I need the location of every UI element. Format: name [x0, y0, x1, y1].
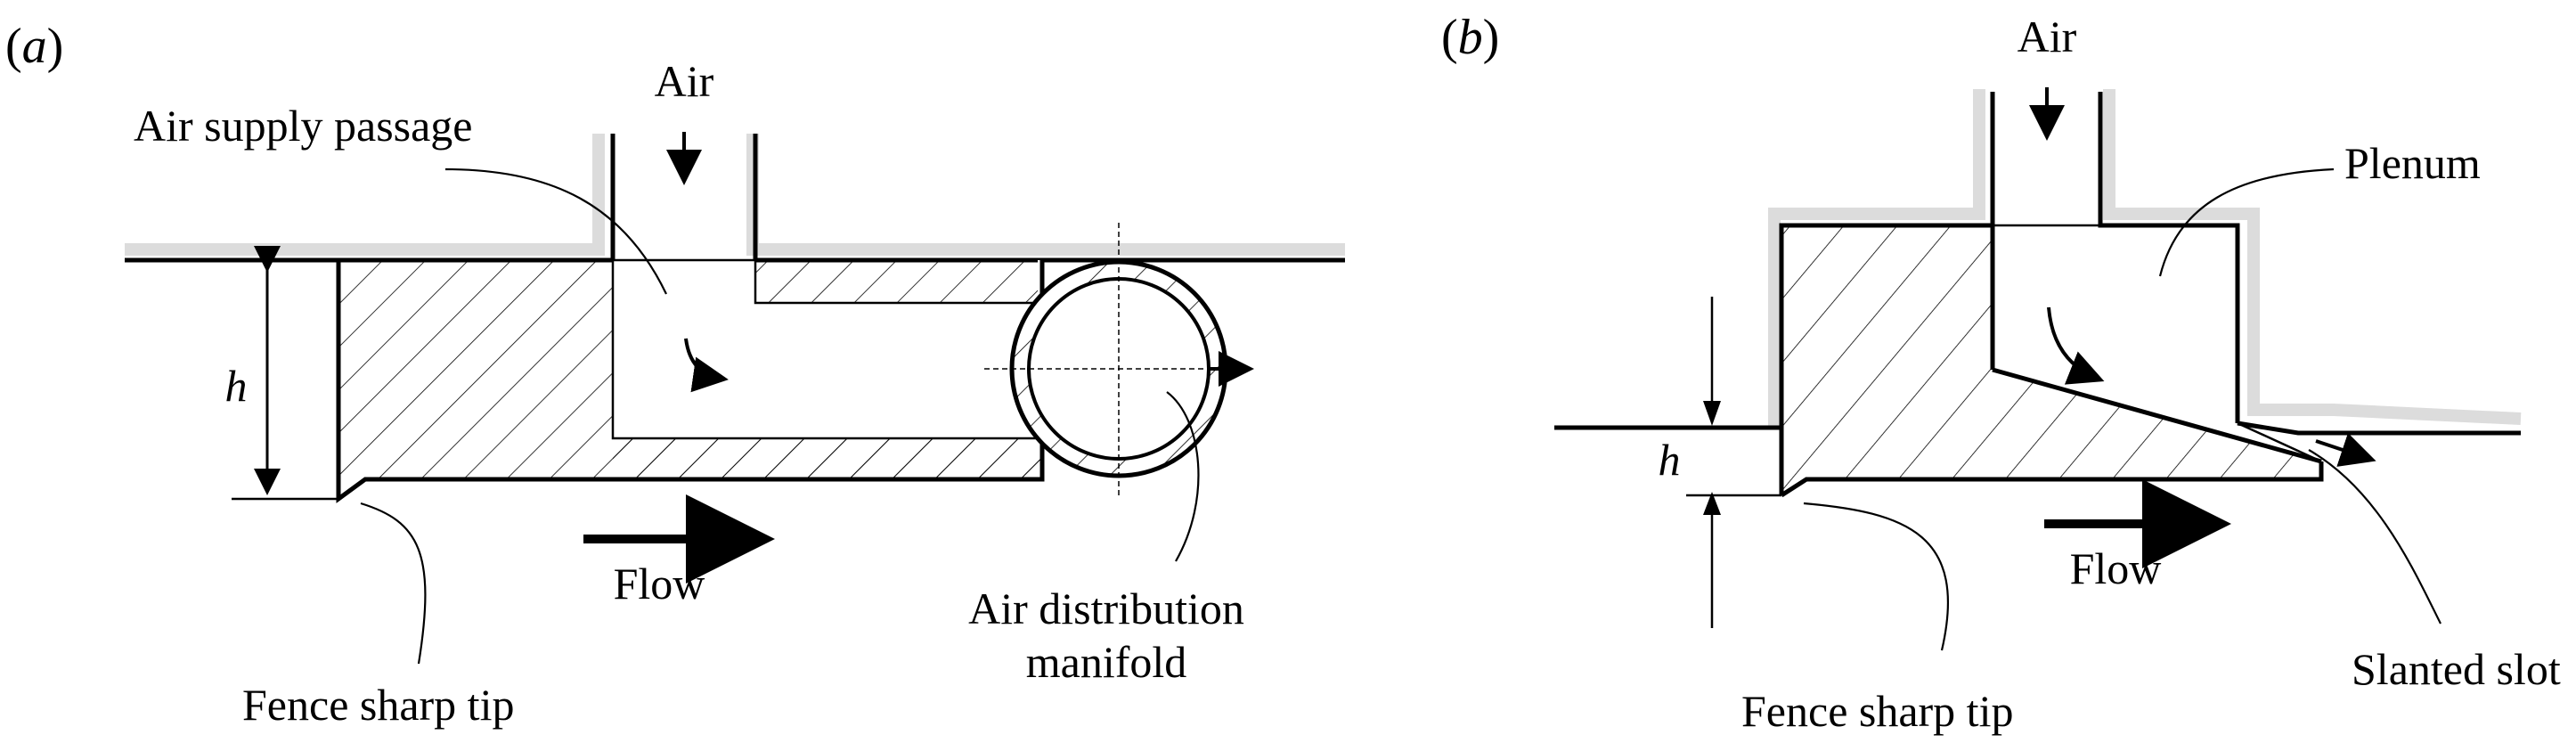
panel-a-h-dimension [232, 246, 338, 501]
panel-a-upper-wall [125, 134, 1345, 263]
panel-b-turn-arrow [2047, 306, 2105, 385]
panel-a-air-label: Air [655, 56, 714, 106]
panel-a-lower-hatch-strip [613, 438, 1040, 479]
panel-b-fence-tip-leader [1803, 502, 1950, 651]
panel-a-air-supply-leader [444, 167, 667, 295]
panel-b-h-dimension [1686, 297, 1781, 628]
panel-a-manifold-leader [1166, 391, 1200, 562]
panel-a-fence-lower-part [613, 260, 1040, 438]
panel-a-turn-arrow [684, 338, 729, 393]
panel-a-air-distribution-manifold [984, 223, 1254, 499]
panel-b-h-label: h [1659, 435, 1681, 485]
panel-a-h-label: h [225, 361, 248, 411]
panel-a-wall-shading [125, 134, 1345, 256]
panel-a-air-supply-passage-label: Air supply passage [134, 101, 473, 151]
panel-b-fence-sharp-tip-label: Fence sharp tip [1741, 686, 2013, 736]
panel-a: (a) [5, 19, 1345, 730]
panel-a-fence-sharp-tip-label: Fence sharp tip [242, 680, 514, 730]
panel-a-fence-tip-leader [360, 502, 427, 665]
panel-b-air-label: Air [2018, 12, 2077, 61]
panel-b-label: (b) [1441, 10, 1499, 65]
panel-b-wall-shading [1768, 89, 2522, 428]
panel-b: (b) Air Plenum [1441, 10, 2561, 736]
panel-a-upper-hatch-strip [755, 260, 1038, 303]
panel-b-slanted-slot-label: Slanted slot [2352, 644, 2561, 694]
panel-b-slot-arrow [2315, 432, 2376, 467]
panel-a-flow-label: Flow [614, 559, 705, 608]
panel-b-plenum-interior [1993, 225, 2238, 423]
panel-b-plenum-leader [2158, 167, 2335, 277]
panel-a-manifold-label: manifold [1026, 637, 1187, 687]
panel-b-fence-body [1781, 225, 2321, 495]
panel-b-outlines [1554, 92, 2521, 498]
panel-a-air-distribution-label: Air distribution [968, 584, 1244, 633]
panel-b-flow-label: Flow [2070, 543, 2162, 593]
panel-b-plenum-label: Plenum [2344, 138, 2481, 188]
panel-b-slanted-slot-leader [2308, 449, 2441, 625]
panel-a-label: (a) [5, 19, 63, 74]
